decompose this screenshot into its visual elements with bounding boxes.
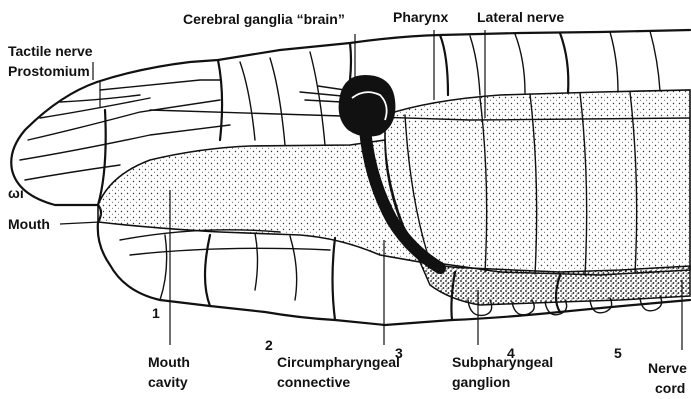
segment-number-5: 5 — [614, 345, 622, 361]
label-circumpharyngeal-line1: Circumpharyngeal — [277, 354, 400, 370]
label-nerve-cord-line1: Nerve — [648, 360, 687, 376]
body-top-outline — [97, 30, 690, 82]
label-pharynx: Pharynx — [393, 9, 448, 25]
label-tactile-nerve: Tactile nerve — [8, 43, 93, 59]
label-subpharyngeal-line1: Subpharyngeal — [452, 354, 553, 370]
label-lateral-nerve: Lateral nerve — [477, 9, 564, 25]
label-prostomium: Prostomium — [8, 63, 90, 79]
label-nerve-cord-line2: cord — [655, 380, 685, 396]
label-mouth-cavity-line2: cavity — [148, 374, 188, 390]
segment-number-3: 3 — [395, 345, 403, 361]
prostomium-outline — [98, 110, 106, 205]
segment-number-2: 2 — [265, 337, 273, 353]
segment-number-1: 1 — [152, 305, 160, 321]
label-cerebral-ganglia: Cerebral ganglia “brain” — [183, 11, 345, 27]
label-subpharyngeal-line2: ganglion — [452, 374, 510, 390]
corner-mark: ωı — [8, 185, 24, 201]
label-circumpharyngeal-line2: connective — [277, 374, 350, 390]
label-mouth: Mouth — [8, 216, 50, 232]
segment-number-4: 4 — [507, 345, 515, 361]
label-mouth-cavity-line1: Mouth — [148, 354, 190, 370]
